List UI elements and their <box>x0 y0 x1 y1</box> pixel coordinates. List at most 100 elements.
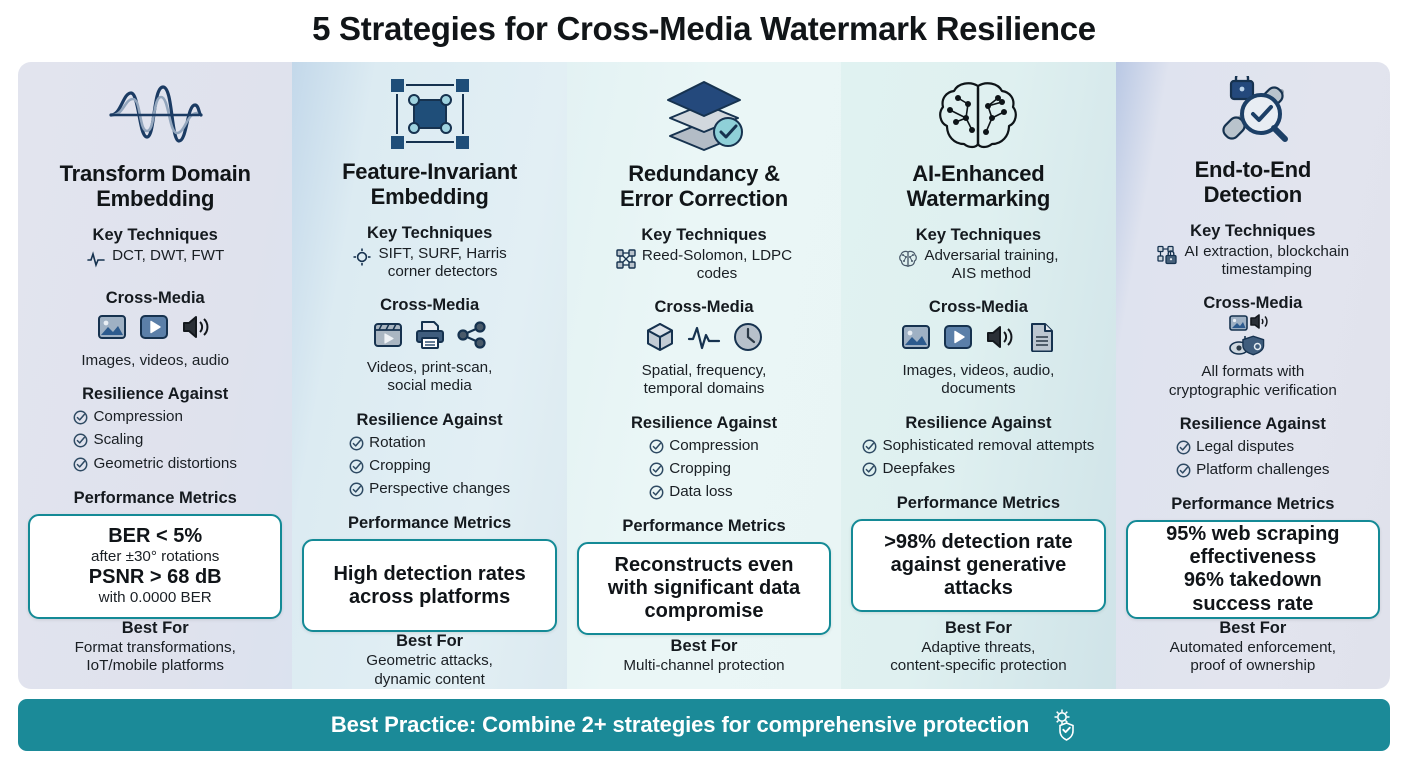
gear-shield-icon <box>1039 704 1077 747</box>
cube-icon <box>645 322 675 357</box>
resilience-item: Platform challenges <box>1176 460 1330 483</box>
cross-media-text: Images, videos, audio,documents <box>902 362 1055 398</box>
card-title-line1: Redundancy & <box>628 161 780 186</box>
resilience-item: Rotation <box>349 433 510 456</box>
video-icon <box>943 323 973 356</box>
document-icon <box>1029 322 1055 357</box>
resilience-item: Cropping <box>649 459 758 482</box>
best-for-text: Format transformations,IoT/mobile platfo… <box>74 638 236 674</box>
best-for-heading: Best For <box>396 632 464 651</box>
image-icon <box>97 313 127 346</box>
cross-media-icons <box>97 313 213 347</box>
best-for-text: Automated enforcement,proof of ownership <box>1169 638 1336 674</box>
best-for-text: Geometric attacks,dynamic content <box>366 652 493 688</box>
resilience-item: Legal disputes <box>1176 437 1329 460</box>
metric-line: 95% web scraping <box>1166 523 1340 546</box>
cross-media-heading: Cross-Media <box>654 298 754 317</box>
key-techniques-text: DCT, DWT, FWT <box>112 246 225 264</box>
multi-format-shield-icon <box>1226 313 1280 363</box>
clock-icon <box>733 322 763 357</box>
metric-line: effectiveness <box>1189 546 1317 569</box>
resilience-item-label: Scaling <box>93 431 144 449</box>
resilience-item-label: Compression <box>669 436 759 454</box>
check-circle-icon <box>649 459 664 482</box>
cross-media-icons <box>901 322 1055 357</box>
card-title-line2: Embedding <box>370 184 489 210</box>
resilience-item: Compression <box>649 436 759 459</box>
cross-media-heading: Cross-Media <box>1203 294 1303 313</box>
best-practice-banner: Best Practice: Combine 2+ strategies for… <box>18 699 1390 751</box>
resilience-item: Data loss <box>649 482 758 505</box>
metric-line: BER < 5% <box>108 524 203 547</box>
cross-media-heading: Cross-Media <box>105 288 205 307</box>
brain-circuit-icon <box>936 76 1020 154</box>
check-circle-icon <box>862 436 877 459</box>
cross-media-heading: Cross-Media <box>380 296 480 315</box>
resilience-item: Compression <box>73 407 237 430</box>
resilience-item: Perspective changes <box>349 479 510 502</box>
metric-line: PSNR > 68 dB <box>88 566 222 589</box>
key-techniques-heading: Key Techniques <box>92 225 218 244</box>
resilience-item-label: Cropping <box>669 459 731 477</box>
resilience-heading: Resilience Against <box>82 385 229 404</box>
metric-line: across platforms <box>349 585 511 608</box>
key-techniques-row: DCT, DWT, FWT <box>86 247 224 274</box>
best-for-heading: Best For <box>121 618 189 637</box>
key-techniques-heading: Key Techniques <box>915 226 1042 245</box>
cross-media-icons <box>373 320 487 354</box>
metric-line: >98% detection rate <box>884 530 1073 553</box>
best-for-heading: Best For <box>670 636 738 655</box>
banner-text: Best Practice: Combine 2+ strategies for… <box>330 712 1030 737</box>
card-title: Redundancy &Error Correction <box>620 161 788 211</box>
resilience-item-label: Compression <box>93 408 183 426</box>
share-icon <box>457 320 487 354</box>
metric-line: Reconstructs even <box>614 554 794 577</box>
key-techniques-row: Adversarial training,AIS method <box>898 247 1059 283</box>
resilience-item-label: Rotation <box>369 433 426 451</box>
resilience-item-label: Sophisticated removal attempts <box>882 436 1095 454</box>
card-title-line1: Transform Domain <box>59 160 251 186</box>
layers-check-icon <box>658 76 750 154</box>
card-title-line2: Watermarking <box>906 186 1051 212</box>
card-title-line1: AI-Enhanced <box>912 161 1045 186</box>
resilience-item-label: Perspective changes <box>369 480 511 498</box>
cross-media-heading: Cross-Media <box>928 298 1028 317</box>
audio-icon <box>181 313 213 346</box>
key-techniques-heading: Key Techniques <box>366 224 493 243</box>
resilience-item: Sophisticated removal attempts <box>862 436 1094 459</box>
crosshair-icon <box>352 245 372 272</box>
card-title-line2: Error Correction <box>620 186 788 212</box>
check-circle-icon <box>1176 460 1191 483</box>
metric-line: attacks <box>943 577 1013 600</box>
metric-line: 96% takedown <box>1183 569 1322 592</box>
cross-media-text: Images, videos, audio <box>81 351 230 369</box>
cross-media-icons <box>1226 313 1280 358</box>
